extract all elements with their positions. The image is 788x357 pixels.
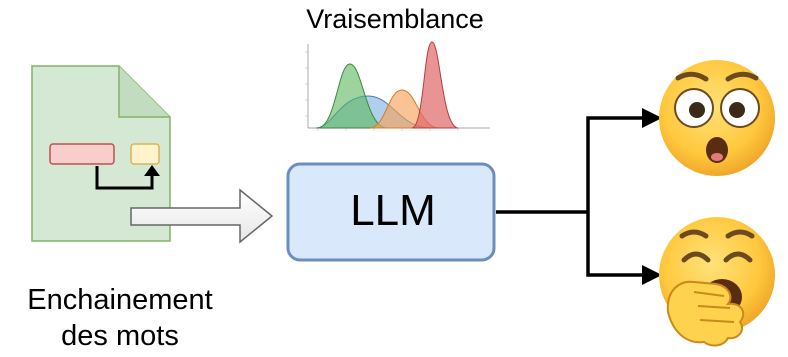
astonished-face-icon	[659, 60, 775, 176]
llm-label: LLM	[350, 186, 436, 235]
token-yellow	[130, 143, 160, 165]
llm-box	[286, 162, 496, 262]
yawning-face-icon	[659, 217, 775, 347]
caption-line-1: Enchainement	[27, 284, 213, 316]
output-connectors	[496, 116, 648, 277]
token-link-arrow	[95, 166, 154, 190]
chart-title: Vraisemblance	[306, 4, 484, 34]
arrowhead-top	[642, 108, 662, 128]
input-arrow	[130, 188, 274, 244]
caption-line-2: des mots	[61, 320, 179, 352]
curve-red	[411, 41, 459, 129]
token-red	[49, 143, 115, 165]
curve-green	[317, 63, 387, 129]
arrowhead-bottom	[642, 265, 662, 285]
token-link-arrowhead	[144, 165, 160, 176]
likelihood-chart	[296, 41, 492, 134]
